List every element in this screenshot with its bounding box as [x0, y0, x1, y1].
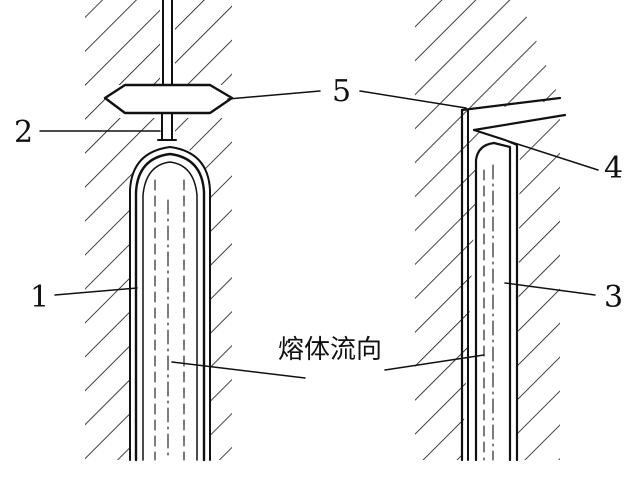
label-3: 3 — [604, 280, 623, 315]
right-runner-bottom — [472, 113, 567, 132]
right-mold-hatching — [415, 0, 560, 460]
left-part-inner-wall — [142, 161, 198, 461]
left-runner — [162, 0, 173, 86]
right-molded-part — [474, 141, 512, 462]
left-cavity-wall — [129, 146, 211, 461]
leader-4 — [504, 139, 599, 171]
pin-gate — [157, 112, 177, 141]
left-molded-part — [134, 152, 206, 462]
right-runner-top — [460, 96, 562, 112]
leader-flow-left — [171, 361, 306, 379]
left-pin-gate-assembly — [85, 0, 234, 462]
label-1: 1 — [30, 280, 49, 315]
left-mold-hatching — [85, 0, 232, 460]
right-side-gate-assembly — [415, 0, 567, 462]
leader-lines — [39, 90, 599, 379]
leader-3 — [504, 282, 596, 296]
label-5: 5 — [332, 74, 351, 109]
runner-block — [103, 83, 234, 115]
label-4: 4 — [604, 151, 623, 186]
leader-5-left — [227, 90, 321, 100]
flow-direction-caption: 熔体流向 — [278, 335, 382, 365]
label-2: 2 — [14, 115, 33, 150]
leader-1 — [54, 287, 138, 296]
leader-5-right — [359, 90, 467, 109]
leader-flow-right — [384, 354, 485, 371]
